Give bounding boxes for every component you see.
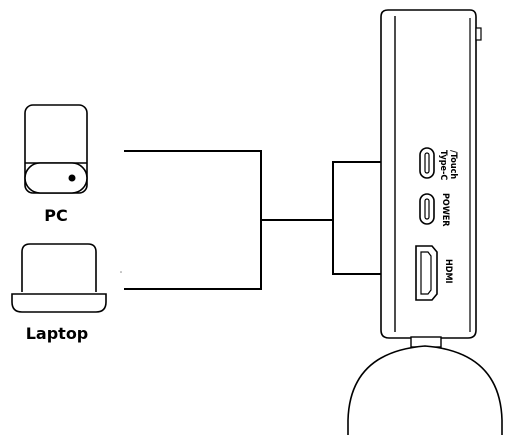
laptop-icon [11,243,107,313]
power-port [419,193,435,225]
pc-power-dot-icon [68,174,76,182]
hdmi-port [415,245,438,301]
speck [120,271,122,273]
typec-label-line2: /Touch [448,150,458,179]
typec-touch-port [419,147,435,179]
hdmi-label: HDMI [443,259,453,284]
power-label: POWER [440,193,450,227]
pc-icon [24,104,88,194]
laptop-label: Laptop [26,324,89,343]
side-button [475,27,482,41]
stand-base [347,345,503,435]
pc-label: PC [44,206,67,225]
typec-label-line1: Type-C [438,150,448,180]
cable-lines [124,150,413,290]
